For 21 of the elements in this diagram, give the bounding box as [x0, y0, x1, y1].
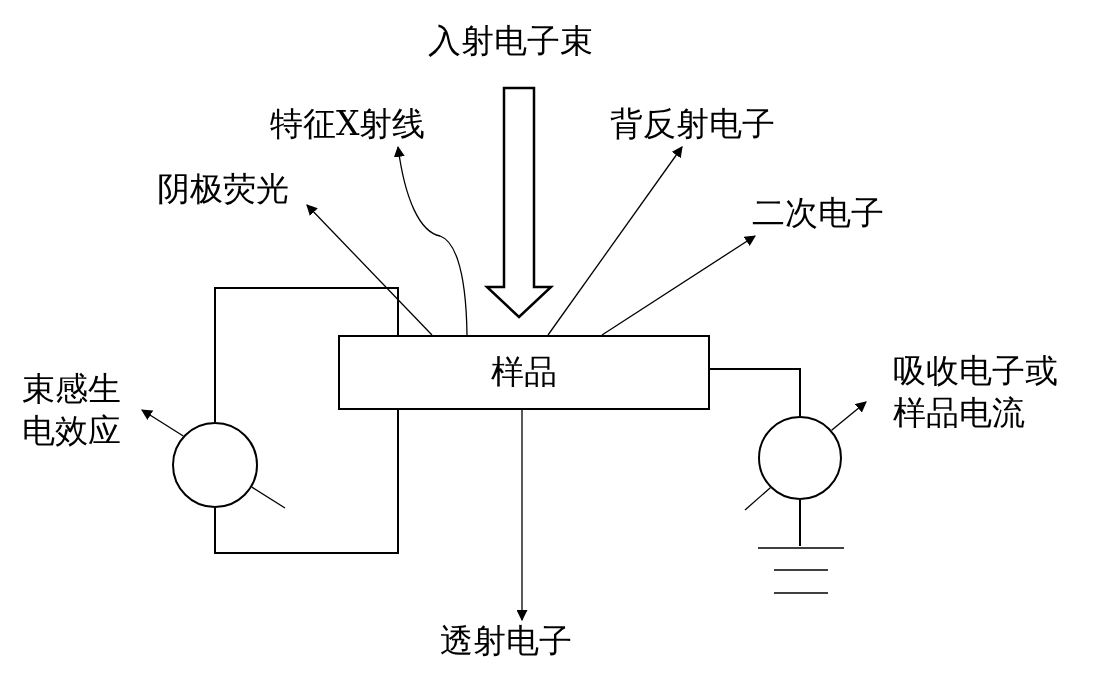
induced-effect-label: 束感生电效应 [22, 368, 142, 452]
transmitted-label: 透射电子 [440, 620, 605, 664]
arrow [394, 145, 468, 336]
arrow [516, 409, 528, 622]
arrow [830, 401, 867, 431]
wire [214, 409, 399, 554]
hollow-arrow [483, 86, 555, 319]
sample-box: 样品 [338, 335, 710, 410]
wire [709, 368, 801, 417]
absorbed-current-label: 吸收电子或样品电流 [866, 350, 1083, 434]
secondary-electron-label: 二次电子 [752, 192, 907, 236]
arrow [141, 409, 184, 437]
cathodoluminescence-label: 阴极荧光 [157, 168, 307, 212]
wire [214, 287, 399, 423]
arrow [306, 204, 433, 336]
wire [799, 499, 801, 547]
backscatter-label: 背反射电子 [610, 103, 805, 147]
arrow [601, 235, 756, 336]
xray-label: 特征X射线 [270, 103, 445, 147]
beam-label: 入射电子束 [428, 20, 618, 88]
arrow [547, 146, 683, 336]
